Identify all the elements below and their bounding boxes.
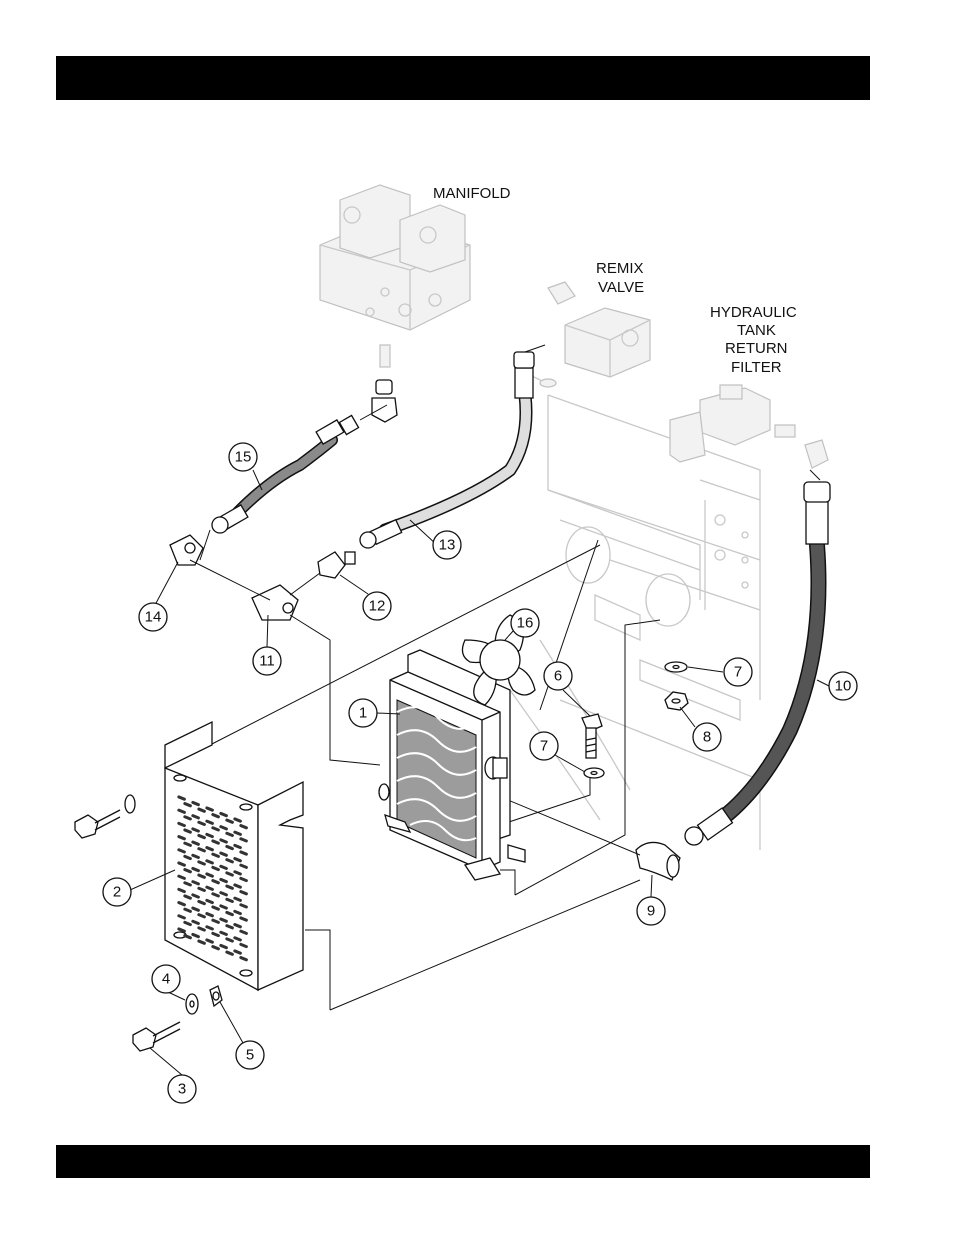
- svg-text:12: 12: [369, 598, 386, 615]
- manifold-label: MANIFOLD: [433, 185, 511, 202]
- callout-16: 16: [511, 609, 539, 637]
- callout-12: 12: [363, 592, 391, 620]
- shroud-2-icon: [165, 722, 303, 990]
- svg-text:13: 13: [439, 537, 456, 554]
- callout-2: 2: [103, 878, 131, 906]
- washer-4-icon: [186, 994, 198, 1014]
- remix-valve-icon: [530, 282, 650, 387]
- callout-8: 8: [693, 723, 721, 751]
- elbow-14-icon: [170, 535, 203, 565]
- svg-text:7: 7: [540, 738, 548, 755]
- callout-7b: 7: [724, 658, 752, 686]
- svg-text:3: 3: [178, 1081, 186, 1098]
- washer-7a-icon: [584, 768, 604, 778]
- washer-7b-icon: [665, 662, 687, 672]
- filter-label-4: FILTER: [731, 359, 782, 376]
- remix-label-1: REMIX: [596, 260, 644, 277]
- svg-text:11: 11: [259, 653, 275, 670]
- manifold-fitting-icon: [372, 345, 397, 422]
- callout-7a: 7: [530, 732, 558, 760]
- hose-10-icon: [685, 482, 830, 845]
- callout-3: 3: [168, 1075, 196, 1103]
- elbow-9-icon: [636, 842, 680, 880]
- filter-label-2: TANK: [737, 322, 776, 339]
- bolt-3-icon: [133, 1022, 180, 1051]
- filter-label-3: RETURN: [725, 340, 788, 357]
- ghost-frame: [510, 395, 760, 850]
- svg-text:5: 5: [246, 1047, 254, 1064]
- callout-1: 1: [349, 699, 377, 727]
- hose-15-icon: [212, 415, 359, 533]
- callout-6: 6: [544, 662, 572, 690]
- svg-text:14: 14: [145, 609, 162, 626]
- svg-text:16: 16: [517, 615, 534, 632]
- hydraulic-filter-icon: [670, 385, 828, 468]
- adapter-12-icon: [318, 552, 355, 578]
- nut-8-icon: [665, 692, 688, 710]
- svg-text:15: 15: [235, 449, 252, 466]
- svg-text:2: 2: [113, 884, 121, 901]
- svg-text:7: 7: [734, 664, 742, 681]
- callout-14: 14: [139, 603, 167, 631]
- svg-text:4: 4: [162, 971, 170, 988]
- bolt-upper-icon: [75, 795, 135, 838]
- callout-13: 13: [433, 531, 461, 559]
- tee-11-icon: [252, 585, 298, 620]
- callout-10: 10: [829, 672, 857, 700]
- svg-text:1: 1: [359, 705, 367, 722]
- callout-15: 15: [229, 443, 257, 471]
- manifold-icon: [320, 185, 470, 330]
- callout-4: 4: [152, 965, 180, 993]
- remix-label-2: VALVE: [598, 279, 644, 296]
- oil-cooler-icon: [379, 650, 525, 880]
- callout-9: 9: [637, 897, 665, 925]
- svg-text:6: 6: [554, 668, 562, 685]
- filter-label-1: HYDRAULIC: [710, 304, 797, 321]
- svg-text:9: 9: [647, 903, 655, 920]
- svg-text:10: 10: [835, 678, 852, 695]
- callout-11: 11: [253, 647, 281, 675]
- svg-text:8: 8: [703, 729, 711, 746]
- callout-5: 5: [236, 1041, 264, 1069]
